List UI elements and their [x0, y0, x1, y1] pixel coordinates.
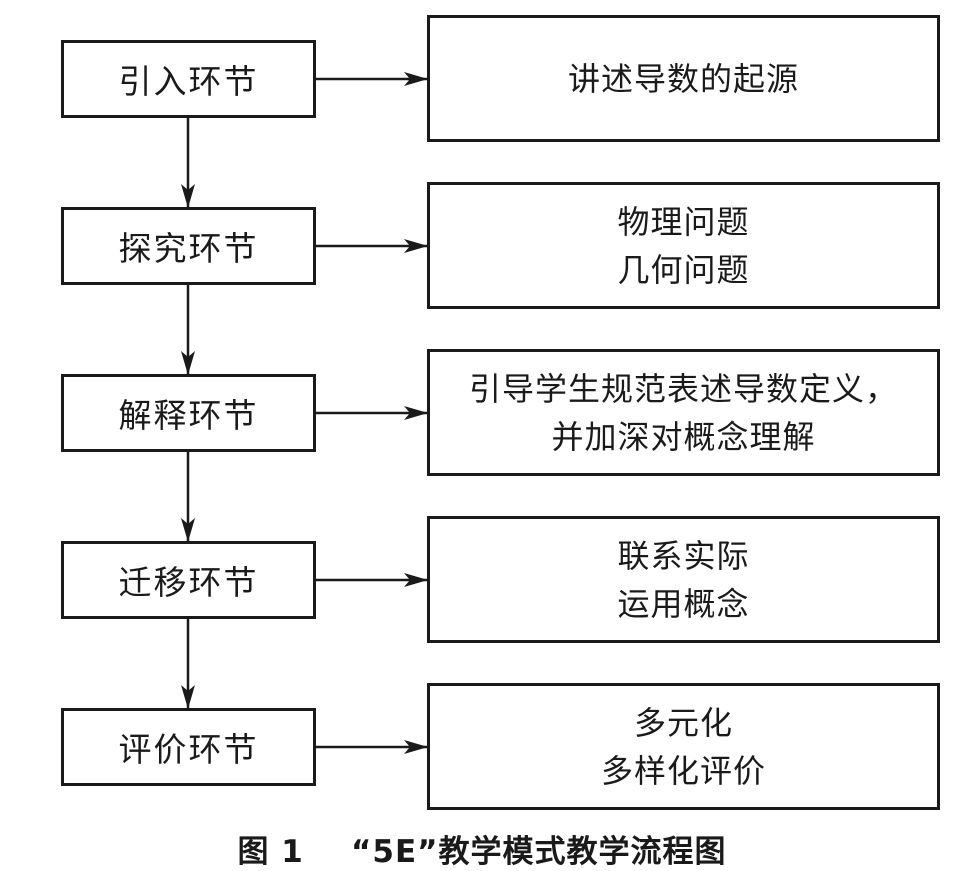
stage-box: 探究环节: [61, 207, 316, 285]
stage-label: 迁移环节: [118, 563, 259, 602]
stage-label: 解释环节: [118, 396, 259, 435]
stage-box: 解释环节: [61, 374, 316, 452]
detail-line: 多样化评价: [600, 751, 766, 790]
detail-box: 多元化多样化评价: [427, 683, 940, 810]
detail-line: 多元化: [633, 703, 733, 742]
detail-box: 联系实际运用概念: [427, 516, 940, 643]
detail-line: 讲述导数的起源: [567, 59, 799, 98]
detail-box: 物理问题几何问题: [427, 182, 940, 309]
detail-line: 引导学生规范表述导数定义，: [468, 369, 898, 408]
detail-line: 联系实际: [617, 536, 750, 575]
detail-line: 并加深对概念理解: [551, 417, 816, 456]
detail-box: 引导学生规范表述导数定义， 并加深对概念理解: [427, 349, 940, 476]
detail-line: 几何问题: [617, 250, 750, 289]
stage-box: 评价环节: [61, 708, 316, 786]
stage-label: 评价环节: [118, 730, 259, 769]
detail-line: 运用概念: [617, 584, 750, 623]
stage-label: 引入环节: [118, 62, 259, 101]
detail-line: 物理问题: [617, 202, 750, 241]
stage-box: 引入环节: [61, 40, 316, 118]
stage-box: 迁移环节: [61, 541, 316, 619]
detail-box: 讲述导数的起源: [427, 15, 940, 142]
stage-label: 探究环节: [118, 229, 259, 268]
figure-caption: 图 1 “5E”教学模式教学流程图: [237, 834, 727, 870]
